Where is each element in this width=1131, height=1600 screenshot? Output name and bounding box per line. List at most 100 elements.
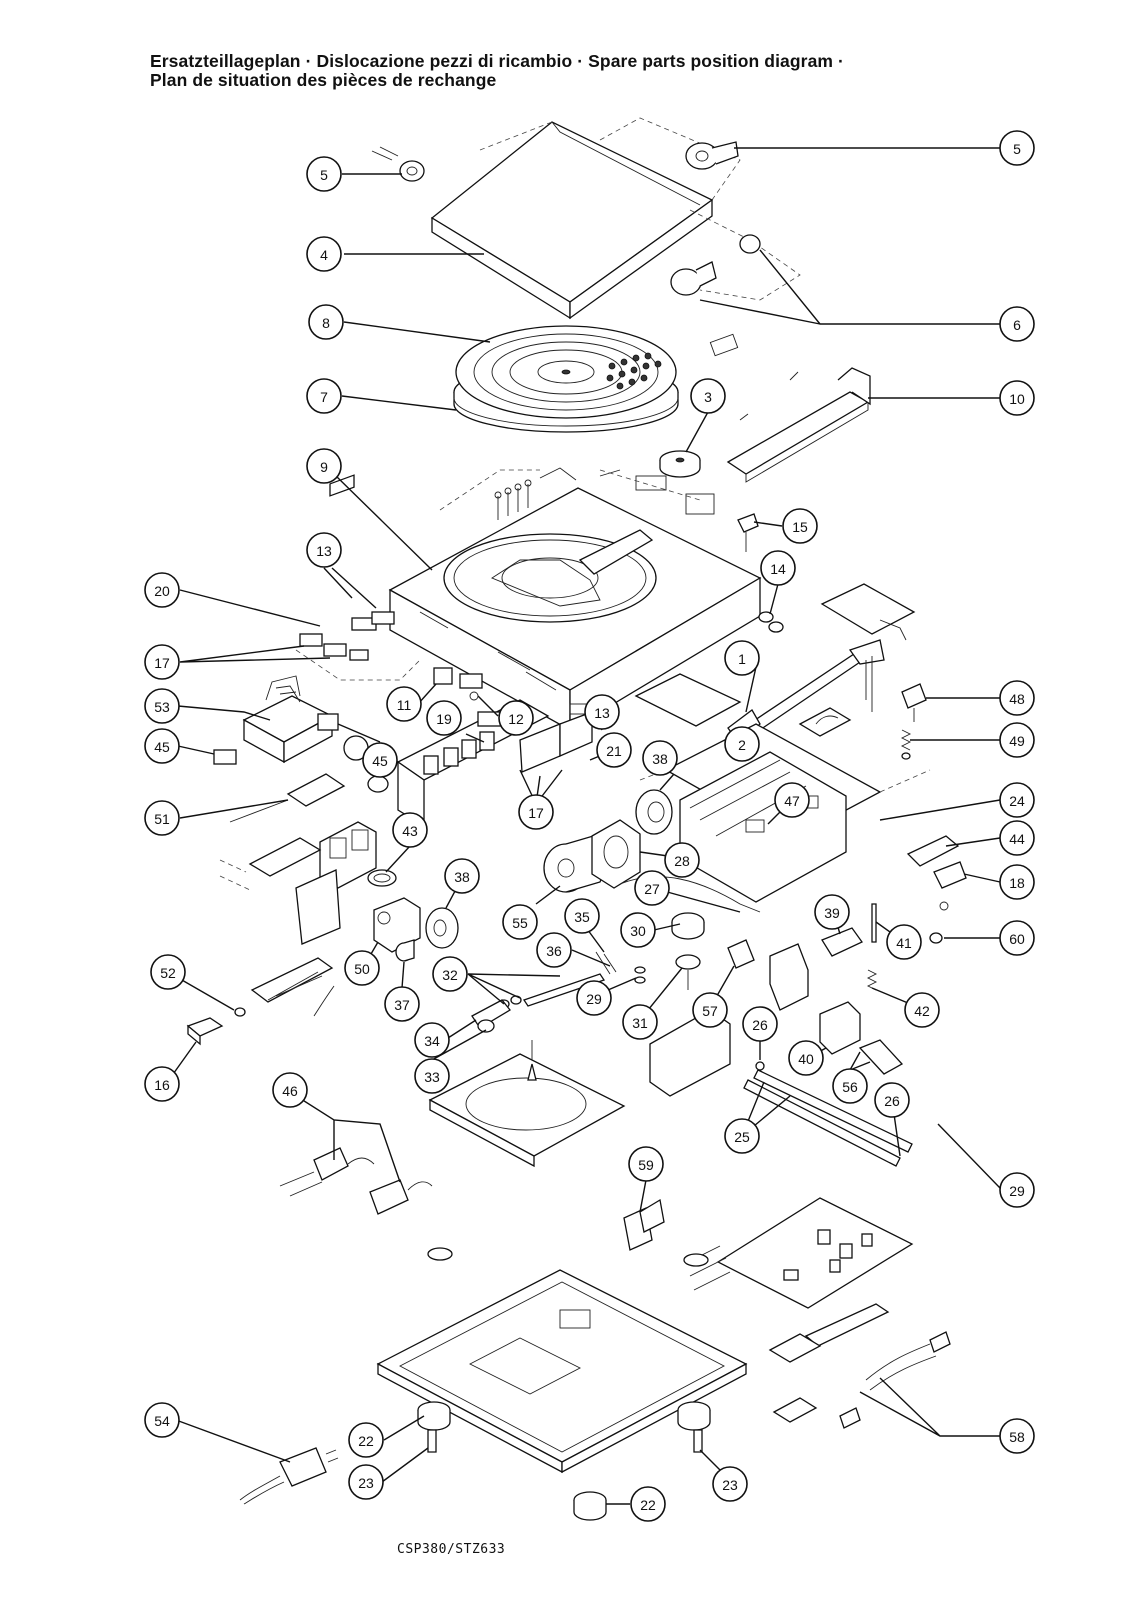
hinge-mount [670,234,761,357]
callout-circle [414,1022,450,1058]
callout-number: 45 [154,739,170,755]
sub-chassis-plate [634,673,742,727]
callout-24: 24 [999,782,1035,818]
callout-circle [306,532,342,568]
callout-28: 28 [664,842,700,878]
cue-lift-48 [901,683,927,722]
callout-circle [348,1464,384,1500]
callout-50: 50 [344,950,380,986]
callout-number: 3 [704,389,712,405]
callout-6: 6 [999,306,1035,342]
callout-number: 31 [632,1015,648,1031]
callout-circle [999,722,1035,758]
callout-number: 60 [1009,931,1025,947]
callout-circle [144,688,180,724]
callout-47: 47 [774,782,810,818]
callout-52: 52 [150,954,186,990]
callout-18: 18 [999,864,1035,900]
callout-number: 5 [1013,141,1021,157]
callout-number: 22 [358,1433,374,1449]
callout-29: 29 [576,980,612,1016]
callout-number: 43 [402,823,418,839]
callout-number: 19 [436,711,452,727]
platter-mat [455,325,677,419]
callout-56: 56 [832,1068,868,1104]
callout-number: 51 [154,811,170,827]
deck-screws [494,479,532,520]
callout-number: 6 [1013,317,1021,333]
callout-number: 13 [316,543,332,559]
switch-block-11-12 [433,667,483,701]
callout-circle [642,740,678,776]
callout-38: 38 [444,858,480,894]
callout-number: 35 [574,909,590,925]
callout-circle [999,820,1035,856]
callout-41: 41 [886,924,922,960]
callout-number: 9 [320,459,328,475]
callout-number: 23 [358,1475,374,1491]
callout-circle [999,1172,1035,1208]
callout-circle [874,1082,910,1118]
callout-number: 50 [354,961,370,977]
callout-number: 55 [512,915,528,931]
callout-circle [518,794,554,830]
gear-18 [367,869,397,887]
callout-number: 17 [154,655,170,671]
callout-1: 1 [724,640,760,676]
callout-35: 35 [564,898,600,934]
callout-circle [886,924,922,960]
callout-number: 59 [638,1157,654,1173]
callout-number: 23 [722,1477,738,1493]
solenoid-40 [819,1001,861,1055]
callout-49: 49 [999,722,1035,758]
callout-number: 49 [1009,733,1025,749]
callout-26: 26 [742,1006,778,1042]
callout-number: 41 [896,935,912,951]
callout-circle [584,694,620,730]
callout-39: 39 [814,894,850,930]
callout-number: 4 [320,247,328,263]
callout-circle [502,904,538,940]
callout-circle [999,306,1035,342]
callout-circle [782,508,818,544]
foot-22-left [417,1401,451,1431]
callout-23: 23 [348,1464,384,1500]
callout-circle [144,728,180,764]
callout-13: 13 [306,532,342,568]
callout-number: 21 [606,743,622,759]
callout-circle [832,1068,868,1104]
callout-circle [306,236,342,272]
spring-49 [900,729,912,760]
callout-number: 14 [770,561,786,577]
bracket-15 [737,513,759,552]
diagram-heading: Ersatzteillageplan · Dislocazione pezzi … [150,52,1090,90]
callout-32: 32 [432,956,468,992]
callout-circle [384,986,420,1022]
callout-circle [564,898,600,934]
small-pcb [798,707,852,737]
callout-number: 33 [424,1069,440,1085]
washers-29-top [634,966,646,984]
callout-circle [306,448,342,484]
callout-circle [392,812,428,848]
clip-60 [929,932,943,944]
callout-circle [272,1072,308,1108]
callout-number: 17 [528,805,544,821]
callout-number: 38 [652,751,668,767]
base-plate [376,1269,748,1474]
callout-number: 13 [594,705,610,721]
dust-cover [430,117,801,320]
callout-circle [144,644,180,680]
callout-circle [724,1118,760,1154]
callout-45: 45 [362,742,398,778]
tonearm-rest [726,367,871,483]
foot-23-right [693,1429,703,1453]
callout-8: 8 [308,304,344,340]
callout-circle [348,1422,384,1458]
callout-number: 25 [734,1129,750,1145]
callout-number: 57 [702,1003,718,1019]
connector-45 [213,713,339,765]
callout-circle [150,954,186,990]
callout-number: 26 [884,1093,900,1109]
pin-41 [871,903,877,943]
